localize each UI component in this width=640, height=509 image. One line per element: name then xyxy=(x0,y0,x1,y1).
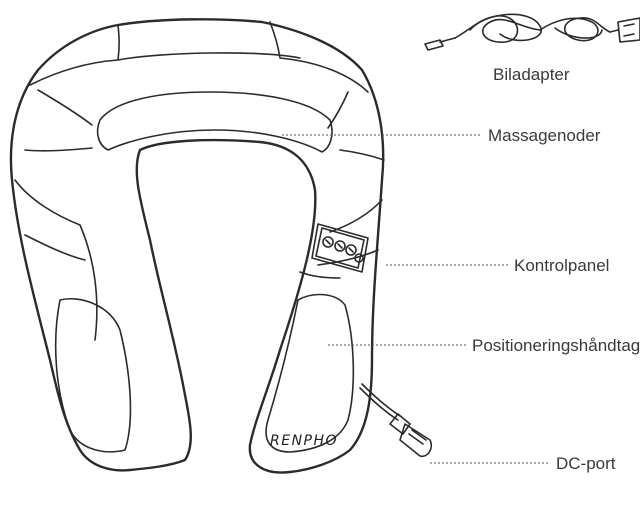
leader-lines xyxy=(282,135,548,463)
massager-illustration: RENPHO xyxy=(11,19,431,472)
label-car-adapter: Biladapter xyxy=(493,65,570,84)
brand-logo: RENPHO xyxy=(270,433,338,449)
label-positioning-handle: Positioneringshåndtag xyxy=(472,336,640,355)
car-adapter-illustration xyxy=(425,14,640,50)
label-massage-nodes: Massagenoder xyxy=(488,126,601,145)
label-dc-port: DC-port xyxy=(556,454,616,473)
label-control-panel: Kontrolpanel xyxy=(514,256,609,275)
